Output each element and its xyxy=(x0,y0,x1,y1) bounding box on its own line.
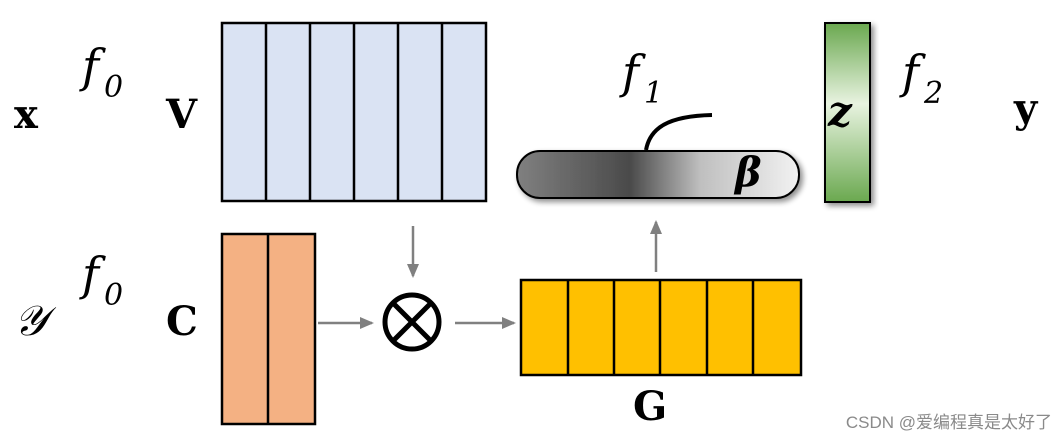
z-label: z xyxy=(827,87,853,136)
g-label: G xyxy=(633,383,667,430)
beta-label: β xyxy=(733,149,762,196)
f2-subscript: 2 xyxy=(923,76,943,111)
f1-subscript: 1 xyxy=(644,76,663,111)
beta-gate-curve xyxy=(644,113,713,151)
f0-bottom-label: f xyxy=(79,247,106,301)
watermark-text: CSDN @爱编程真是太好了 xyxy=(846,413,1052,432)
f2-label: f xyxy=(899,45,926,99)
script-y-label: 𝒴 xyxy=(14,296,57,345)
z-block xyxy=(824,22,871,203)
beta-bar xyxy=(516,150,800,199)
g-block xyxy=(519,278,803,377)
c-block xyxy=(220,232,317,426)
otimes-operator xyxy=(382,292,442,352)
c-label: C xyxy=(166,298,198,345)
v-label: V xyxy=(165,91,198,138)
v-block xyxy=(220,21,488,203)
y-label: y xyxy=(1013,85,1039,132)
f0-top-subscript: 0 xyxy=(104,70,123,105)
f0-top-label: f xyxy=(79,39,106,93)
f1-label: f xyxy=(619,45,646,99)
f0-bottom-subscript: 0 xyxy=(104,278,123,313)
x-label: x xyxy=(14,91,39,138)
